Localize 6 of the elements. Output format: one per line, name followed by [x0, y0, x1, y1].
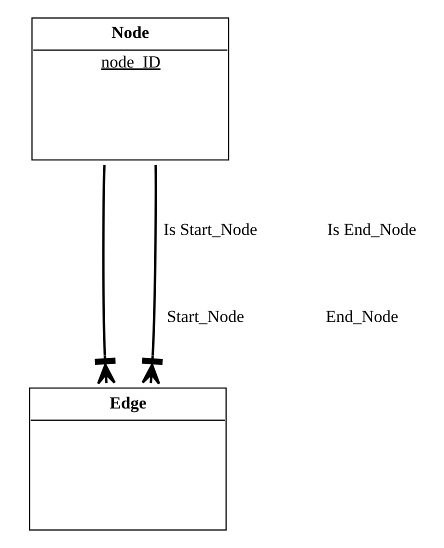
label: Start_Node [166, 307, 244, 326]
label: End_Node [325, 307, 398, 326]
label: Is End_Node [326, 220, 416, 239]
connector [94, 164, 116, 385]
label: Is Start_Node [162, 220, 257, 239]
connector [140, 164, 162, 385]
